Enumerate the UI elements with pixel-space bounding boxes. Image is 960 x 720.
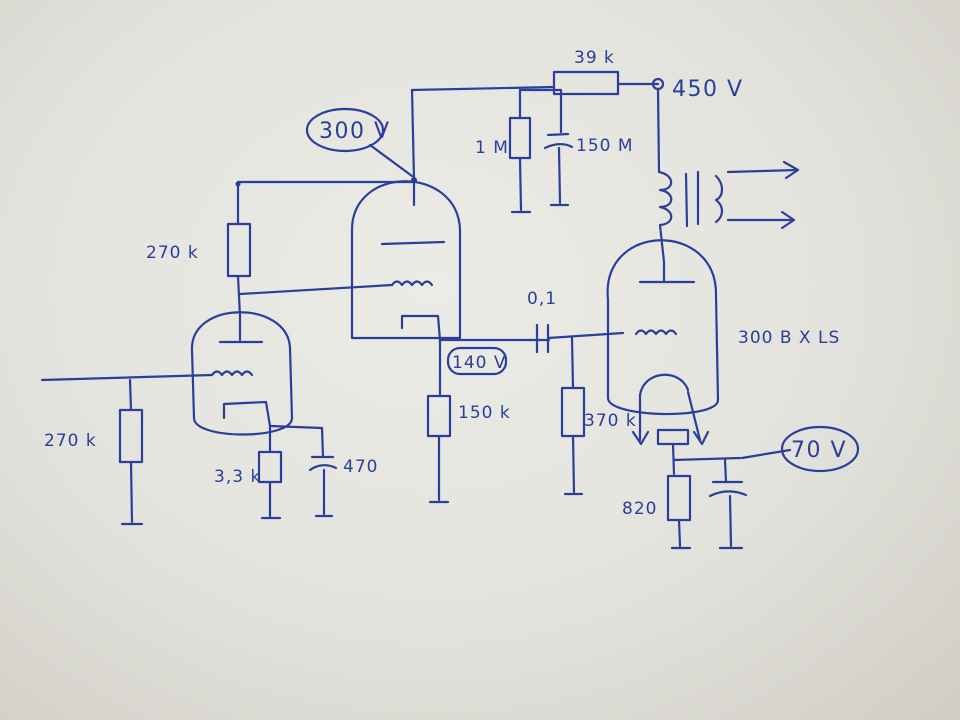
resistor-820 (666, 474, 692, 550)
label-1m: 1 M (475, 138, 509, 158)
capacitor-output-cathode (708, 458, 748, 550)
label-140v: 140 V (452, 353, 506, 373)
label-450v: 450 V (672, 77, 744, 102)
wire-r270-bottom (236, 274, 242, 318)
label-70v: 70 V (791, 438, 847, 463)
resistor-270k-anode (226, 222, 252, 278)
output-transformer (656, 88, 800, 264)
callout-140v (446, 346, 508, 376)
label-820: 820 (622, 499, 657, 519)
tube-output (606, 239, 720, 446)
wire-cathode-first (268, 424, 324, 430)
capacitor-150m (518, 88, 574, 207)
callout-300v (305, 107, 414, 178)
wire-input (40, 373, 214, 382)
resistor-370k (560, 336, 586, 496)
capacitor-470 (308, 426, 338, 518)
label-300v: 300 V (319, 119, 391, 144)
resistor-270k-grid (118, 378, 144, 526)
label-370k: 370 k (584, 411, 637, 431)
label-3k3: 3,3 k (214, 467, 261, 487)
label-270k-anode: 270 k (146, 243, 199, 263)
junction-dot (411, 177, 417, 183)
resistor-1m (508, 88, 532, 214)
label-39k: 39 k (574, 48, 615, 68)
label-470: 470 (343, 457, 378, 477)
hum-balance-pot (656, 428, 742, 476)
resistor-3k3 (257, 424, 283, 520)
callout-70v (740, 425, 860, 473)
tube-first-stage (190, 311, 294, 436)
junction-dot-left (235, 181, 241, 187)
capacitor-coupling (535, 323, 625, 354)
label-coupling: 0,1 (527, 289, 557, 309)
resistor-150k (426, 394, 452, 504)
resistor-39k (552, 70, 620, 96)
label-270k-grid: 270 k (44, 431, 97, 451)
wire-grid-driver (238, 283, 394, 296)
label-150k: 150 k (458, 403, 511, 423)
label-output-tube: 300 B X LS (738, 328, 840, 348)
label-150m: 150 M (576, 136, 634, 156)
supply-rail (410, 77, 665, 180)
tube-driver (350, 176, 462, 342)
